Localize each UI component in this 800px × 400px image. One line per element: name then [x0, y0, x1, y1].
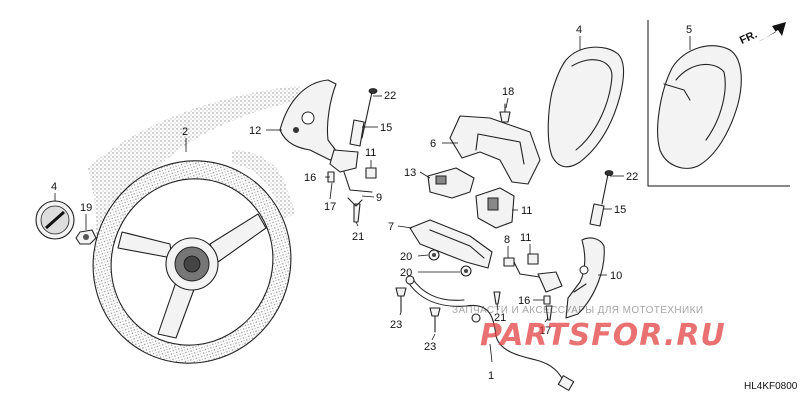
watermark-tagline: ЗАПЧАСТИ И АКСЕССУАРЫ ДЛЯ МОТОТЕХНИКИ: [452, 305, 704, 316]
callout-21-right: 21: [494, 312, 506, 324]
steering-pad: [547, 46, 625, 168]
callout-17-left: 17: [324, 201, 336, 213]
callout-5: 5: [686, 24, 692, 36]
nut: [75, 229, 97, 245]
callout-3: 4: [51, 181, 57, 193]
callout-4: 4: [576, 24, 582, 36]
bolt-23-upper: [395, 287, 407, 313]
left-cover: [279, 79, 341, 161]
callout-17-right: 17: [539, 325, 551, 337]
callout-20-upper: 20: [400, 251, 412, 263]
callout-19: 19: [80, 202, 92, 214]
callout-9: 9: [376, 192, 382, 204]
callout-20-lower: 20: [400, 267, 412, 279]
upper-column-cover: [449, 115, 541, 185]
leader-lines: [54, 36, 691, 363]
callout-16-left: 16: [304, 172, 316, 184]
horn-cap: [35, 200, 75, 240]
bolt-23-lower: [429, 307, 441, 333]
callout-23-lower: 23: [424, 341, 436, 353]
diagram-code: HL4KF0800: [744, 381, 798, 392]
bolt-upper-right: [589, 170, 614, 227]
screw-21-right: [493, 291, 501, 305]
callout-labels: 4 19 2 12 22 15 11 16 17 9 21 18 6 13 11…: [51, 24, 692, 382]
callout-18: 18: [502, 86, 514, 98]
watermark-brand: PARTSFOR.RU: [480, 318, 726, 353]
callout-14: 13: [404, 167, 416, 179]
callout-7: 7: [388, 221, 394, 233]
callout-13: 12: [249, 125, 261, 137]
callout-6: 6: [430, 138, 436, 150]
callout-21-left: 21: [352, 231, 364, 243]
callout-22-right: 22: [626, 171, 638, 183]
callout-22-left: 22: [384, 90, 396, 102]
left-mount-bracket: [327, 149, 377, 223]
callout-15-right: 15: [614, 204, 626, 216]
front-direction-arrow: [758, 22, 786, 42]
right-cover: [565, 237, 605, 319]
callout-11-left: 11: [365, 147, 376, 159]
callout-23-upper: 23: [390, 319, 402, 331]
bolt-upper-left: [349, 88, 378, 147]
clip: [499, 103, 511, 123]
callout-8: 8: [504, 234, 510, 246]
callout-11-right: 11: [520, 232, 531, 244]
callout-1: 1: [488, 370, 494, 382]
callout-16-right: 16: [518, 295, 530, 307]
right-mount-bracket: [503, 253, 563, 321]
callout-2: 2: [182, 126, 188, 138]
switch-block-right: [475, 187, 515, 229]
lower-bracket: [409, 219, 493, 269]
dashboard-shadow-2: [232, 150, 296, 218]
pad-back-inset: [647, 20, 790, 187]
wire-harness: [405, 275, 575, 391]
screw-20-lower: [460, 265, 472, 277]
callout-12: 11: [521, 205, 532, 217]
steering-wheel: [92, 160, 292, 364]
screw-20-upper: [428, 249, 440, 261]
switch-block-left: [427, 167, 475, 199]
callout-15-left: 15: [380, 122, 392, 134]
callout-10: 10: [610, 270, 622, 282]
